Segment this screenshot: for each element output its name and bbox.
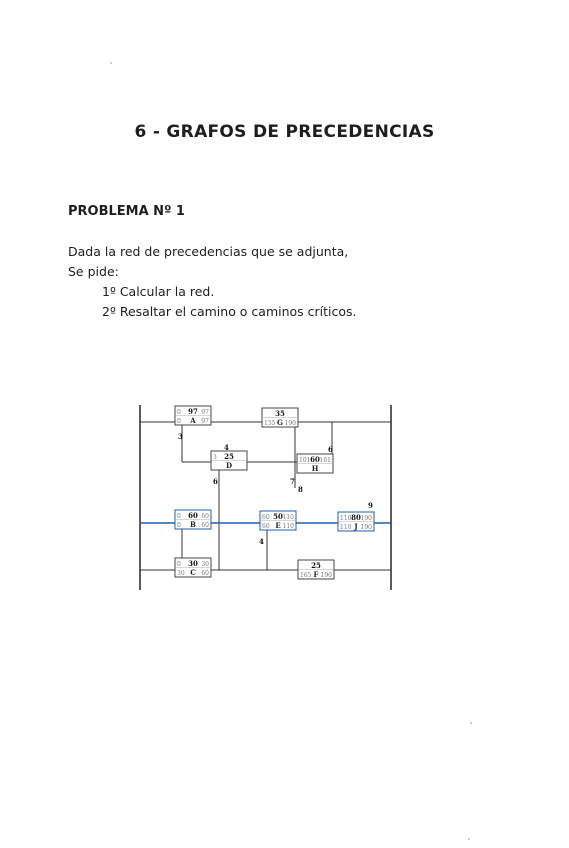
- statement-line-1: Dada la red de precedencias que se adjun…: [68, 244, 349, 259]
- late-start: 60: [262, 523, 270, 530]
- early-finish: 60: [201, 513, 209, 520]
- edge-label: 7: [290, 477, 295, 486]
- edge-label: 9: [368, 501, 373, 510]
- late-start: 0: [177, 418, 181, 425]
- late-start: 30: [177, 570, 185, 577]
- activity-D: 3 25D: [210, 450, 248, 471]
- early-start: 0: [177, 561, 181, 568]
- duration: 80: [351, 513, 361, 522]
- early-start: 110: [340, 515, 352, 522]
- late-finish: 97: [201, 418, 209, 425]
- duration: 97: [188, 407, 198, 416]
- activity-label: J: [353, 522, 358, 531]
- activity-label: A: [189, 416, 196, 425]
- activity-label: D: [226, 461, 232, 470]
- activity-label: H: [312, 464, 319, 473]
- late-start: 0: [177, 522, 181, 529]
- edge-label: 6: [213, 477, 218, 486]
- early-start: 101: [299, 457, 310, 464]
- statement-line-4: 2º Resaltar el camino o caminos críticos…: [102, 304, 357, 319]
- late-start: 155: [264, 420, 276, 427]
- early-finish: 110: [283, 514, 295, 521]
- duration: 60: [310, 455, 320, 464]
- scan-speck: [110, 62, 112, 64]
- late-finish: 60: [201, 570, 209, 577]
- statement-line-3: 1º Calcular la red.: [102, 284, 215, 299]
- duration: 60: [188, 511, 198, 520]
- activity-label: G: [277, 418, 283, 427]
- statement-line-2: Se pide:: [68, 264, 119, 279]
- page-title: 6 - GRAFOS DE PRECEDENCIAS: [134, 122, 435, 142]
- late-finish: 190: [285, 420, 297, 427]
- activity-label: C: [190, 568, 196, 577]
- late-finish: 60: [201, 522, 209, 529]
- problem-heading: PROBLEMA Nº 1: [68, 204, 185, 219]
- duration: 30: [188, 559, 198, 568]
- early-start: 0: [177, 409, 181, 416]
- scan-speck: [468, 838, 470, 840]
- early-start: 0: [177, 513, 181, 520]
- edge-label: 8: [298, 485, 303, 494]
- activity-label: F: [314, 570, 319, 579]
- early-finish: 97: [201, 409, 209, 416]
- early-start: 60: [262, 514, 270, 521]
- early-start: 3: [213, 454, 217, 461]
- duration: 35: [275, 409, 285, 418]
- activity-label: E: [275, 521, 280, 530]
- late-finish: 190: [361, 524, 373, 531]
- late-start: 165: [300, 572, 312, 579]
- edge-label: 4: [259, 537, 264, 546]
- late-start: 110: [340, 524, 352, 531]
- late-finish: 110: [283, 523, 295, 530]
- scan-speck: [470, 722, 472, 724]
- activity-label: B: [190, 520, 196, 529]
- late-finish: 190: [321, 572, 333, 579]
- duration: 25: [311, 561, 321, 570]
- early-finish: 161: [320, 457, 331, 464]
- early-finish: 190: [361, 515, 373, 522]
- duration: 25: [224, 452, 234, 461]
- duration: 50: [273, 512, 283, 521]
- edge-label: 4: [224, 443, 229, 452]
- early-finish: 30: [201, 561, 209, 568]
- edge-label: 3: [178, 432, 183, 441]
- edge-label: 6: [328, 445, 333, 454]
